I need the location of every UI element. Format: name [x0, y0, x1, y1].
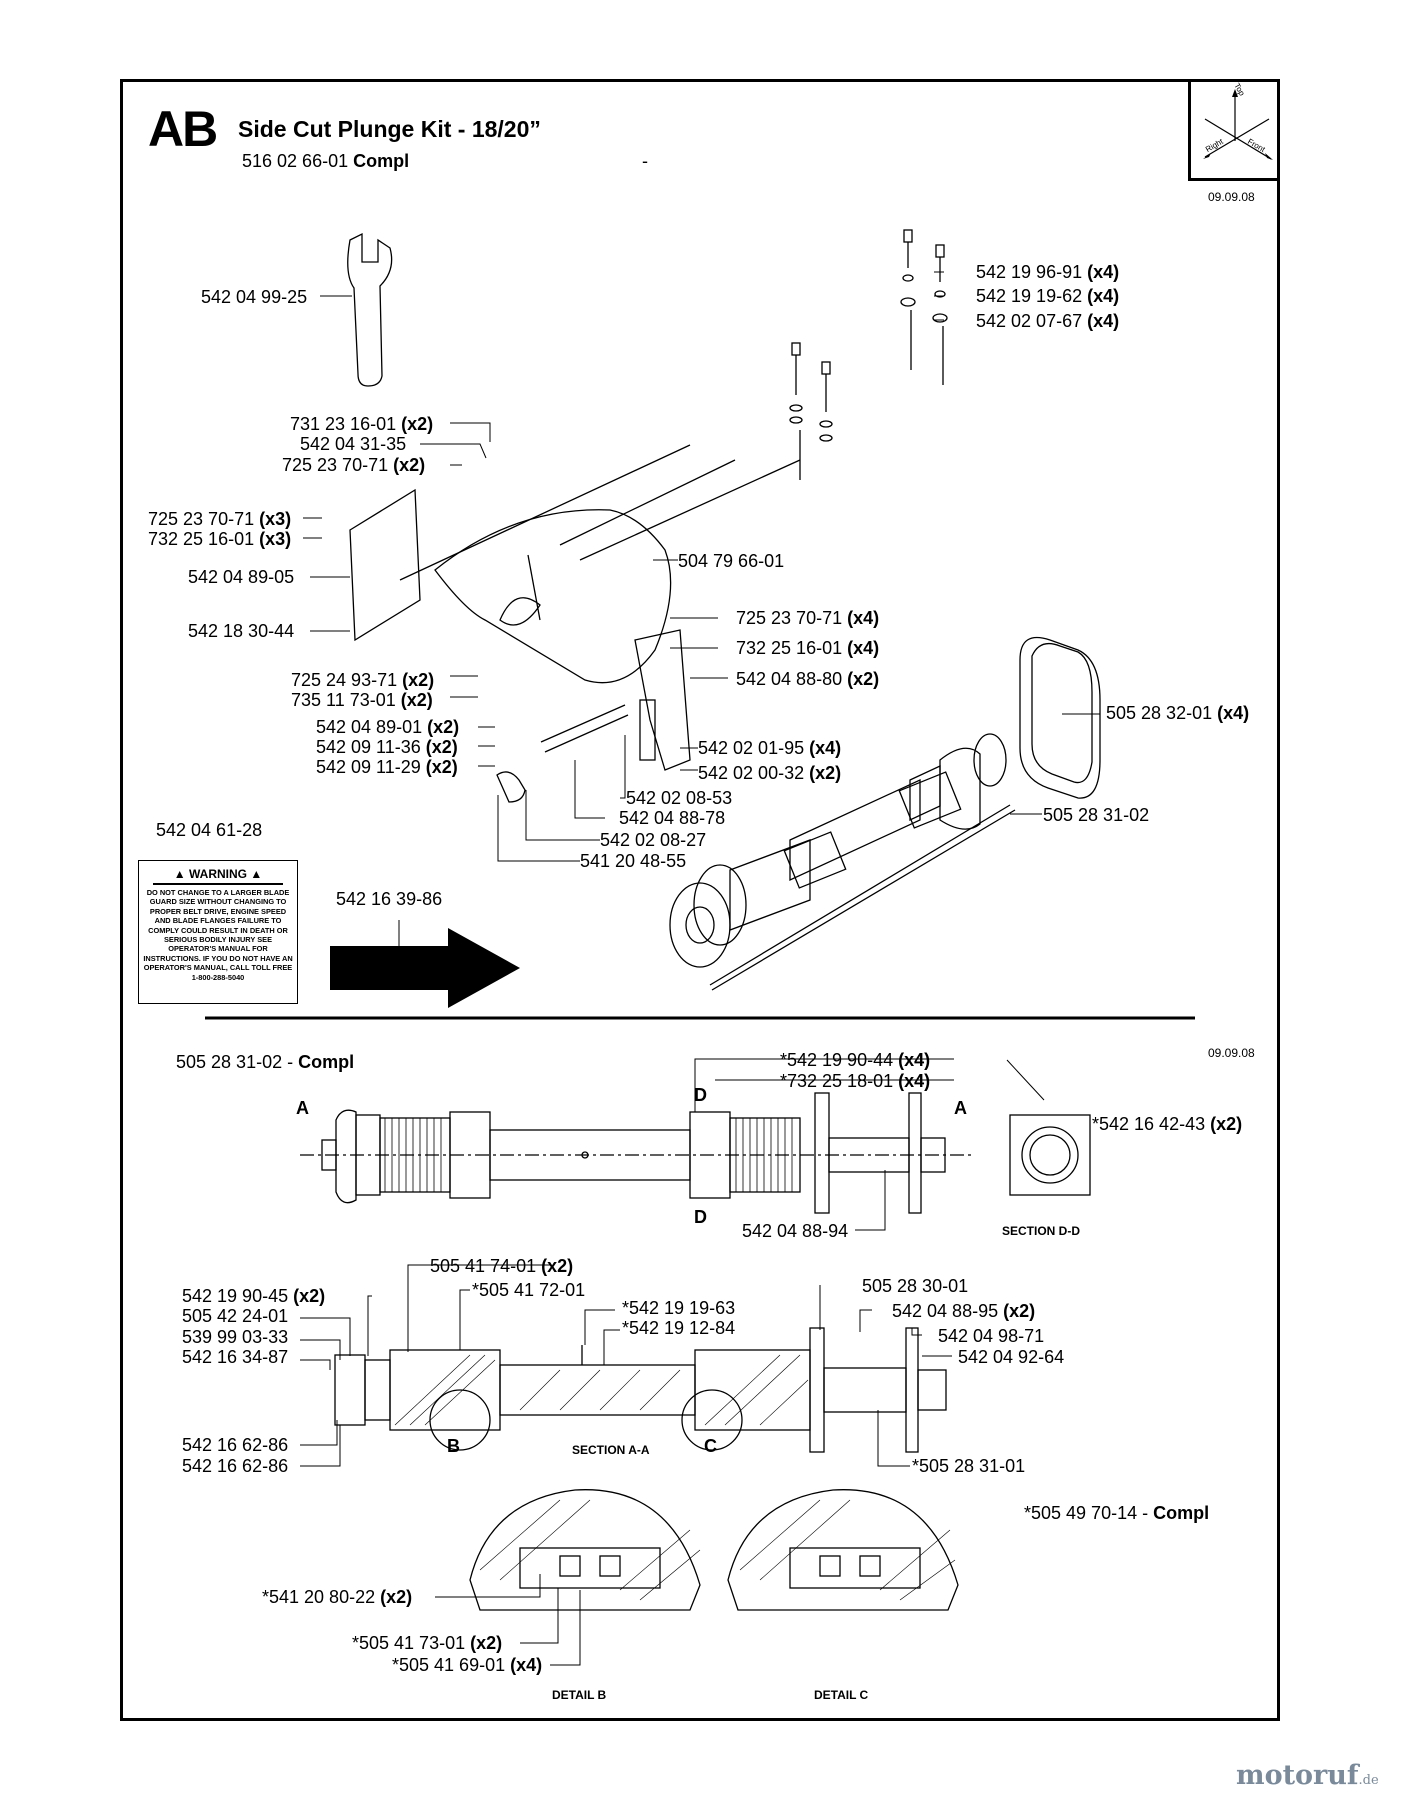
part-label-542-04-92-64: 542 04 92-64 — [958, 1347, 1065, 1367]
part-label-542-19-19-63: *542 19 19-63 — [622, 1298, 736, 1318]
part-label-505-41-73-01: *505 41 73-01 (x2) — [352, 1633, 503, 1653]
part-label-505-28-32-01: 505 28 32-01 (x4) — [1106, 703, 1250, 723]
part-label-542-02-00-32: 542 02 00-32 (x2) — [698, 763, 842, 783]
part-label-731-23-16-01: 731 23 16-01 (x2) — [290, 414, 434, 434]
part-label-542-16-62-86-b: 542 16 62-86 — [182, 1456, 289, 1476]
detail-views — [469, 1489, 959, 1611]
kit-suffix: Compl — [353, 151, 410, 171]
part-label-542-04-88-94: 542 04 88-94 — [742, 1221, 849, 1241]
part-label-542-19-90-44: *542 19 90-44 (x4) — [780, 1050, 931, 1070]
part-label-541-20-80-22: *541 20 80-22 (x2) — [262, 1587, 413, 1607]
cover-plate — [349, 488, 421, 642]
part-label-505-42-24-01: 505 42 24-01 — [182, 1306, 289, 1326]
orientation-box: Top Right Front — [1188, 79, 1280, 181]
part-label-732-25-16-01-x4: 732 25 16-01 (x4) — [736, 638, 880, 658]
part-label-542-04-88-78: 542 04 88-78 — [619, 808, 726, 828]
part-label-725-23-70-71-x2: 725 23 70-71 (x2) — [282, 455, 426, 475]
watermark-logo: motoruf.de — [1236, 1760, 1379, 1791]
warning-triangle-icon: ▲ — [173, 867, 186, 881]
part-label-725-23-70-71-x3: 725 23 70-71 (x3) — [148, 509, 292, 529]
part-label-542-18-30-44: 542 18 30-44 — [188, 621, 295, 641]
assembly-side-view — [300, 1092, 1091, 1214]
section-code: AB — [148, 101, 218, 157]
warning-body: DO NOT CHANGE TO A LARGER BLADE GUARD SI… — [143, 888, 293, 982]
warning-decal: ▲ WARNING ▲ DO NOT CHANGE TO A LARGER BL… — [138, 860, 298, 1004]
part-label-542-09-11-29: 542 09 11-29 (x2) — [316, 757, 458, 777]
part-label-542-04-98-71: 542 04 98-71 — [938, 1326, 1045, 1346]
kit-number: 516 02 66-01 — [242, 151, 349, 171]
section-hatching — [394, 1354, 809, 1426]
part-label-505-28-31-01: *505 28 31-01 — [912, 1456, 1026, 1476]
direction-arrow-icon — [330, 928, 520, 1008]
part-label-542-04-99-25: 542 04 99-25 — [201, 287, 308, 307]
bracket — [634, 629, 691, 771]
part-label-542-09-11-36: 542 09 11-36 (x2) — [316, 737, 458, 757]
warning-heading: ▲ WARNING ▲ — [153, 867, 283, 885]
date-middle: 09.09.08 — [1208, 1046, 1255, 1060]
section-marker-a-left: A — [296, 1098, 309, 1118]
drawing-frame — [120, 79, 1280, 1721]
part-label-732-25-18-01: *732 25 18-01 (x4) — [780, 1071, 931, 1091]
part-label-542-19-12-84: *542 19 12-84 — [622, 1318, 736, 1338]
section-marker-d-top: D — [694, 1085, 707, 1105]
filter-sleeve — [1019, 636, 1101, 799]
part-label-542-02-01-95: 542 02 01-95 (x4) — [698, 738, 842, 758]
part-label-542-16-39-86: 542 16 39-86 — [336, 889, 443, 909]
orientation-axes-icon — [1203, 89, 1273, 160]
part-label-542-02-08-53: 542 02 08-53 — [626, 788, 733, 808]
detail-marker-c: C — [704, 1436, 717, 1456]
part-label-539-99-03-33: 539 99 03-33 — [182, 1327, 289, 1347]
date-top: 09.09.08 — [1208, 190, 1255, 204]
assembly-title: 505 28 31-02 - Compl — [176, 1052, 355, 1072]
assembly-section-view — [334, 1327, 947, 1453]
part-label-542-02-07-67: 542 02 07-67 (x4) — [976, 311, 1120, 331]
top-bolts — [789, 229, 948, 480]
caption-section-aa: SECTION A-A — [572, 1443, 650, 1457]
part-label-504-79-66-01: 504 79 66-01 — [678, 551, 785, 571]
detail-marker-b: B — [447, 1436, 460, 1456]
part-label-542-16-62-86-a: 542 16 62-86 — [182, 1435, 289, 1455]
blade-guard — [434, 509, 672, 684]
kit-number-line: 516 02 66-01 Compl — [242, 151, 409, 172]
kit-505-49-70-14: *505 49 70-14 - Compl — [1024, 1503, 1210, 1523]
caption-detail-b: DETAIL B — [552, 1688, 607, 1702]
part-label-505-41-74-01: 505 41 74-01 (x2) — [430, 1256, 574, 1276]
part-label-542-04-89-05: 542 04 89-05 — [188, 567, 295, 587]
warning-triangle-icon: ▲ — [250, 867, 263, 881]
section-marker-d-bottom: D — [694, 1207, 707, 1227]
part-label-542-16-42-43: *542 16 42-43 (x2) — [1092, 1114, 1243, 1134]
part-label-505-41-72-01: *505 41 72-01 — [472, 1280, 586, 1300]
part-label-505-28-30-01: 505 28 30-01 — [862, 1276, 969, 1296]
part-label-542-19-90-45: 542 19 90-45 (x2) — [182, 1286, 326, 1306]
part-label-542-04-61-28: 542 04 61-28 — [156, 820, 263, 840]
part-label-542-19-19-62: 542 19 19-62 (x4) — [976, 286, 1120, 306]
part-label-732-25-16-01-x3: 732 25 16-01 (x3) — [148, 529, 292, 549]
part-label-735-11-73-01: 735 11 73-01 (x2) — [291, 690, 433, 710]
caption-section-dd: SECTION D-D — [1002, 1224, 1080, 1238]
part-label-505-28-31-02: 505 28 31-02 — [1043, 805, 1150, 825]
part-label-542-16-34-87: 542 16 34-87 — [182, 1347, 289, 1367]
part-label-505-41-69-01: *505 41 69-01 (x4) — [392, 1655, 543, 1675]
wrench-shape — [347, 232, 393, 387]
shaft-assembly — [669, 733, 1007, 968]
detail-hatching — [479, 1499, 956, 1601]
part-label-542-04-89-01: 542 04 89-01 (x2) — [316, 717, 460, 737]
part-label-542-02-08-27: 542 02 08-27 — [600, 830, 707, 850]
part-label-542-19-96-91: 542 19 96-91 (x4) — [976, 262, 1120, 282]
caption-detail-c: DETAIL C — [814, 1688, 869, 1702]
part-label-725-24-93-71: 725 24 93-71 (x2) — [291, 670, 435, 690]
part-label-542-04-88-80: 542 04 88-80 (x2) — [736, 669, 880, 689]
page-title: Side Cut Plunge Kit - 18/20” — [238, 116, 541, 142]
part-label-542-04-88-95: 542 04 88-95 (x2) — [892, 1301, 1036, 1321]
section-marker-a-right: A — [954, 1098, 967, 1118]
part-label-541-20-48-55: 541 20 48-55 — [580, 851, 687, 871]
part-label-725-23-70-71-x4: 725 23 70-71 (x4) — [736, 608, 880, 628]
header-dash: - — [642, 151, 648, 171]
part-label-542-04-31-35: 542 04 31-35 — [300, 434, 407, 454]
